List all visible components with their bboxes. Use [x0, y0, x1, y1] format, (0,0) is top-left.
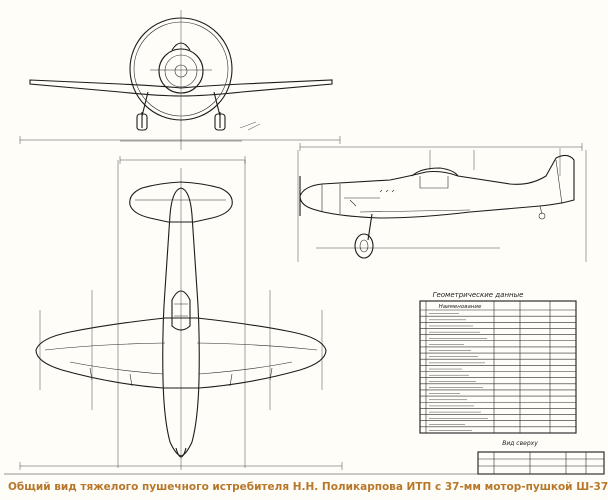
side-view — [297, 143, 587, 262]
fuselage-side — [299, 154, 575, 219]
side-main-wheel — [354, 233, 374, 259]
right-wheel — [214, 113, 226, 131]
tail-wheel — [538, 212, 546, 220]
plan-view — [19, 156, 343, 470]
main-wing-plan — [35, 317, 327, 389]
front-view — [19, 10, 341, 150]
table-title: Геометрические данные — [433, 291, 524, 299]
table-header: Наименование — [439, 304, 482, 310]
drawing-title-block — [477, 451, 605, 475]
aircraft-three-view-drawing: Геометрические данные Наименование Вид с… — [4, 10, 605, 475]
figure-caption: Общий вид тяжелого пушечного истребителя… — [8, 481, 608, 493]
table-rows — [420, 309, 576, 434]
view-label: Вид сверху — [502, 440, 538, 447]
front-wing — [29, 79, 333, 97]
left-wheel — [136, 113, 148, 131]
geometric-data-table: Геометрические данные Наименование Вид с… — [419, 291, 577, 447]
